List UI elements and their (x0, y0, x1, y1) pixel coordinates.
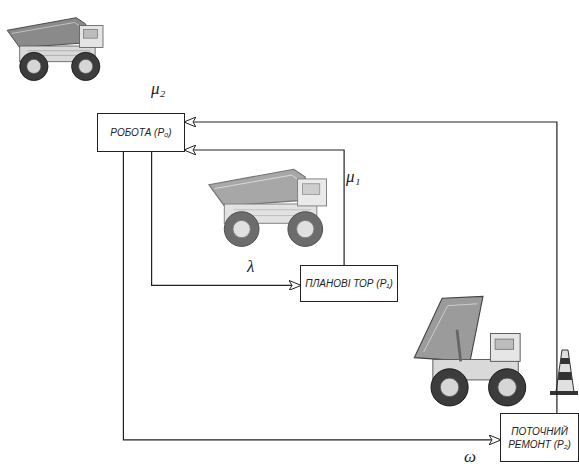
process-box: ПЛАНОВІ ТОР (P₁) (300, 265, 398, 302)
process-box: РОБОТА (P₀) (97, 113, 185, 152)
tipper-truck-picture (414, 296, 525, 406)
box-text: ПЛАНОВІ ТОР (P₁) (305, 277, 393, 290)
rate-label: ω (463, 448, 477, 466)
box-text: РОБОТА (P₀) (110, 126, 171, 139)
rate-label: λ (246, 258, 255, 276)
traffic-cone (550, 350, 578, 395)
flow-arrow (185, 122, 557, 413)
rate-label: μ₂ (150, 80, 166, 98)
flow-arrow (152, 152, 300, 285)
process-box: ПОТОЧНИЙ РЕМОНТ (P₂) (500, 413, 579, 462)
box-text: ПОТОЧНИЙ РЕМОНТ (P₂) (501, 425, 578, 451)
flow-arrow (123, 152, 500, 440)
flow-arrow (185, 150, 344, 265)
truck-picture (7, 18, 103, 81)
rate-label: μ₁ (345, 168, 361, 186)
truck-picture (209, 169, 327, 246)
